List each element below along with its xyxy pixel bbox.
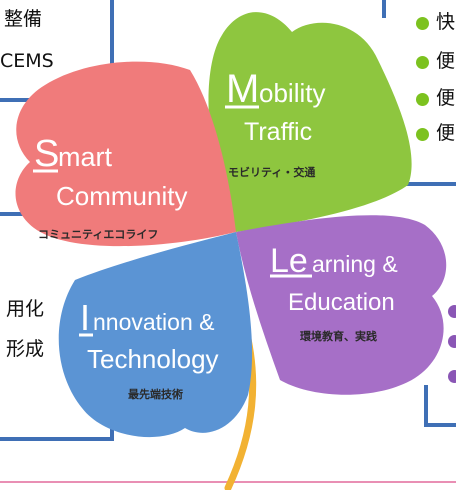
petal-innovation-subtitle: 最先端技術 xyxy=(128,387,183,401)
petal-smart-community xyxy=(15,61,236,247)
right-text-4: 便 xyxy=(436,122,456,144)
bullet-dot-purple-2 xyxy=(448,335,456,348)
petal-smart-subtitle: コミュニティエコライフ xyxy=(38,228,158,241)
bullet-dot-3 xyxy=(416,93,429,106)
petal-learning-line1: arning & xyxy=(312,251,398,277)
petal-mobility xyxy=(208,12,412,232)
right-text-2: 便 xyxy=(436,50,456,72)
frame-line-top-right-vertical xyxy=(382,0,386,18)
left-top-text-2: CEMS xyxy=(0,50,54,72)
left-top-text-1: 整備 xyxy=(4,8,43,30)
bullet-dot-4 xyxy=(416,128,429,141)
petal-mobility-line1: obility xyxy=(259,78,325,108)
petal-innovation-line1: nnovation & xyxy=(93,309,214,335)
petal-mobility-initial: M xyxy=(226,67,259,111)
petal-mobility-line2: Traffic xyxy=(244,118,312,146)
frame-line-right-upper-horizontal xyxy=(385,182,456,186)
left-bottom-text-2: 形成 xyxy=(6,338,45,360)
bullet-dot-1 xyxy=(416,17,429,30)
frame-line-right-lower-vertical xyxy=(424,385,428,427)
petal-innovation-line2: Technology xyxy=(87,344,219,374)
bullet-dot-purple-1 xyxy=(448,305,456,318)
petal-learning xyxy=(236,215,447,395)
right-text-1: 快 xyxy=(436,11,456,33)
petal-learning-line2: Education xyxy=(288,289,395,316)
petal-mobility-subtitle: モビリティ・交通 xyxy=(228,165,315,179)
petal-learning-initial: Le xyxy=(270,242,308,280)
petal-smart-line2: Community xyxy=(56,181,187,211)
frame-line-right-bottom xyxy=(424,423,456,427)
frame-line-top-left-vertical xyxy=(110,0,114,100)
frame-line-left-bottom xyxy=(0,437,114,441)
petal-learning-subtitle: 環境教育、実践 xyxy=(300,329,377,343)
bullet-dot-2 xyxy=(416,56,429,69)
petal-smart-initial: S xyxy=(34,133,59,175)
petal-smart-line1: mart xyxy=(58,142,112,172)
petal-innovation-initial: I xyxy=(80,297,90,338)
bullet-dot-purple-3 xyxy=(448,370,456,383)
frame-line-mid-left xyxy=(0,212,30,216)
left-bottom-text-1: 用化 xyxy=(6,298,45,320)
petal-innovation xyxy=(58,232,253,438)
right-text-3: 便 xyxy=(436,87,456,109)
